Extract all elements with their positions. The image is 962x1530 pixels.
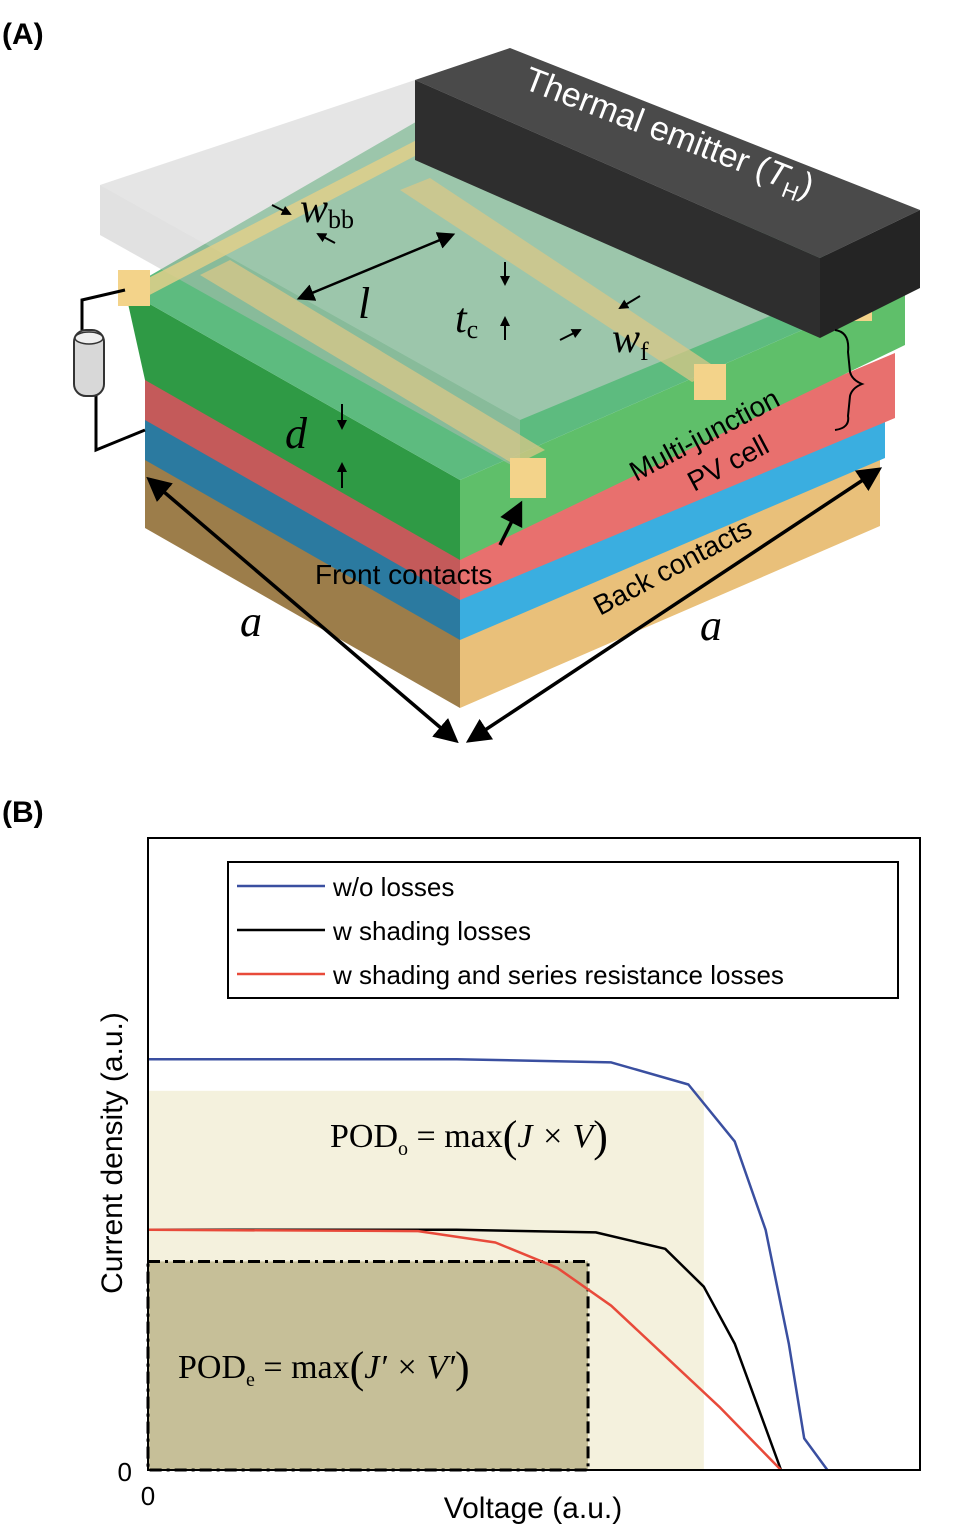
front-contacts-label: Front contacts bbox=[315, 559, 492, 590]
finger-right bbox=[400, 178, 720, 382]
dim-tc: tc bbox=[455, 296, 478, 344]
dim-a-right: a bbox=[700, 601, 722, 650]
series-line-2 bbox=[147, 1228, 782, 1471]
pv-cell-illustration bbox=[100, 48, 920, 708]
plot-frame bbox=[147, 837, 921, 1471]
contact-pad-left bbox=[118, 270, 150, 306]
dim-a-left: a bbox=[240, 597, 262, 646]
series-line-1 bbox=[148, 1228, 783, 1471]
dim-l: l bbox=[358, 279, 370, 328]
pod-e-formula: PODe = max(J′ × V′) bbox=[178, 1343, 470, 1392]
shaded-region-pod-e bbox=[146, 1259, 590, 1472]
contact-pad-mid bbox=[510, 458, 546, 498]
dimension-annotations bbox=[146, 204, 883, 744]
y-tick-0: 0 bbox=[118, 1457, 132, 1487]
legend: w/o losses w shading losses w shading an… bbox=[227, 861, 899, 999]
series-line-0 bbox=[148, 1057, 829, 1471]
thermal-emitter-front bbox=[415, 80, 820, 338]
thermal-emitter-side bbox=[820, 210, 920, 338]
contact-pad-right bbox=[694, 364, 726, 400]
legend-entry-shading-series: w shading and series resistance losses bbox=[332, 960, 784, 990]
x-tick-0: 0 bbox=[141, 1481, 155, 1511]
legend-entry-shading: w shading losses bbox=[332, 916, 531, 946]
dim-d: d bbox=[285, 409, 308, 458]
panel-b-label: (B) bbox=[2, 796, 44, 829]
legend-entry-wo-losses: w/o losses bbox=[332, 872, 454, 902]
iv-chart bbox=[146, 837, 921, 1472]
load-resistor bbox=[73, 288, 146, 453]
panel-a-label: (A) bbox=[2, 18, 44, 51]
finger-left bbox=[200, 260, 545, 465]
y-axis-title: Current density (a.u.) bbox=[96, 1012, 129, 1294]
thermal-emitter-top bbox=[415, 48, 920, 258]
dim-wbb: wbb bbox=[300, 186, 354, 234]
dim-wf: wf bbox=[612, 316, 649, 366]
x-axis-title: Voltage (a.u.) bbox=[444, 1492, 622, 1525]
pod-o-formula: PODo = max(J × V) bbox=[330, 1112, 608, 1161]
